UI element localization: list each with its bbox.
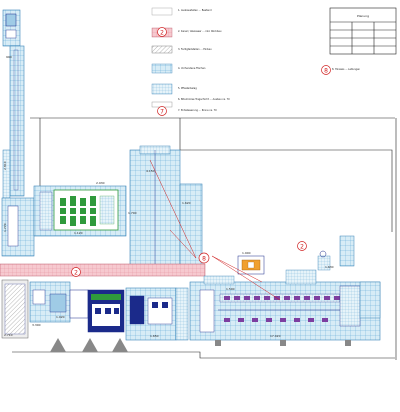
legend-item-5: 5. Pflasterbelag (178, 87, 197, 90)
legend-swatch-4 (151, 63, 173, 74)
legend-item-1: 1. Ausbaustellen ... Bestand (178, 9, 212, 12)
dim-tower-side-2: 1.770 (3, 223, 7, 232)
legend-item-8: 8. Hinweis ... Leitungen (332, 68, 361, 71)
dim-center-side: 1.620 (182, 201, 191, 205)
legend-badge-8: 8 (321, 65, 331, 75)
west-tower (1, 9, 35, 257)
dim-hall-bottom: 1.650 (150, 334, 159, 338)
dim-west-bottom: 3.300 (32, 323, 41, 327)
legend-swatch-1 (151, 7, 173, 16)
east-tower (317, 235, 355, 271)
orange-structure (237, 255, 265, 275)
svg-text:8: 8 (324, 68, 328, 75)
dim-box-side: 1.920 (56, 315, 65, 319)
title-block (329, 7, 397, 55)
ground-footings (50, 338, 351, 352)
legend-badge-2: 2 (157, 27, 167, 37)
west-wing (33, 185, 127, 237)
legend-item-6: 6. Bituminöse Tragschicht ... Ausbau ca.… (178, 98, 230, 101)
legend-swatch-3 (151, 45, 173, 54)
title-block-label: Planung (357, 14, 369, 18)
dim-hall-left: 1.120 (74, 231, 83, 235)
dim-top-left: 990 (6, 55, 12, 59)
legend-badge-7: 7 (157, 106, 167, 116)
dim-east-mid: 1.500 (226, 287, 235, 291)
svg-text:8: 8 (202, 256, 206, 263)
dim-east-top: 1.630 (325, 265, 334, 269)
dim-tower-side: 2.810 (3, 161, 7, 170)
legend-item-4: 4. Vorhandene Flächen (178, 67, 206, 70)
svg-text:2: 2 (74, 270, 78, 277)
legend-item-2: 2. Kanal / Abwasser ... inkl. Rückbau (178, 30, 222, 33)
dim-west-side: 2.710 (4, 333, 13, 337)
plan-badge-2-left: 2 (71, 267, 81, 277)
pink-road (0, 263, 206, 277)
central-block (129, 145, 203, 271)
svg-text:2: 2 (160, 30, 164, 37)
plan-badge-8: 8 (198, 252, 210, 264)
dim-wing-top: 2.930 (96, 181, 105, 185)
svg-text:2: 2 (300, 244, 304, 251)
legend-swatch-5 (151, 83, 173, 95)
dim-center-top: 4.150 (146, 169, 155, 173)
plan-badge-2-right: 2 (297, 241, 307, 251)
legend-item-7: 7. Entwässerung ... Rinne ca. 70 (178, 109, 217, 112)
dim-center-mid: 1.900 (242, 251, 251, 255)
dim-wing-side: 1.700 (128, 211, 137, 215)
svg-text:7: 7 (160, 109, 164, 116)
dim-east-bottom: 17.420 (270, 334, 281, 338)
legend-item-3: 3. Fertigteilstellen ... Einbau (178, 48, 212, 51)
legend: 1. Ausbaustellen ... Bestand 2. Kanal / … (151, 7, 361, 116)
east-hall (189, 269, 381, 341)
south-west-buildings (1, 279, 189, 341)
leader-lines (149, 159, 281, 301)
